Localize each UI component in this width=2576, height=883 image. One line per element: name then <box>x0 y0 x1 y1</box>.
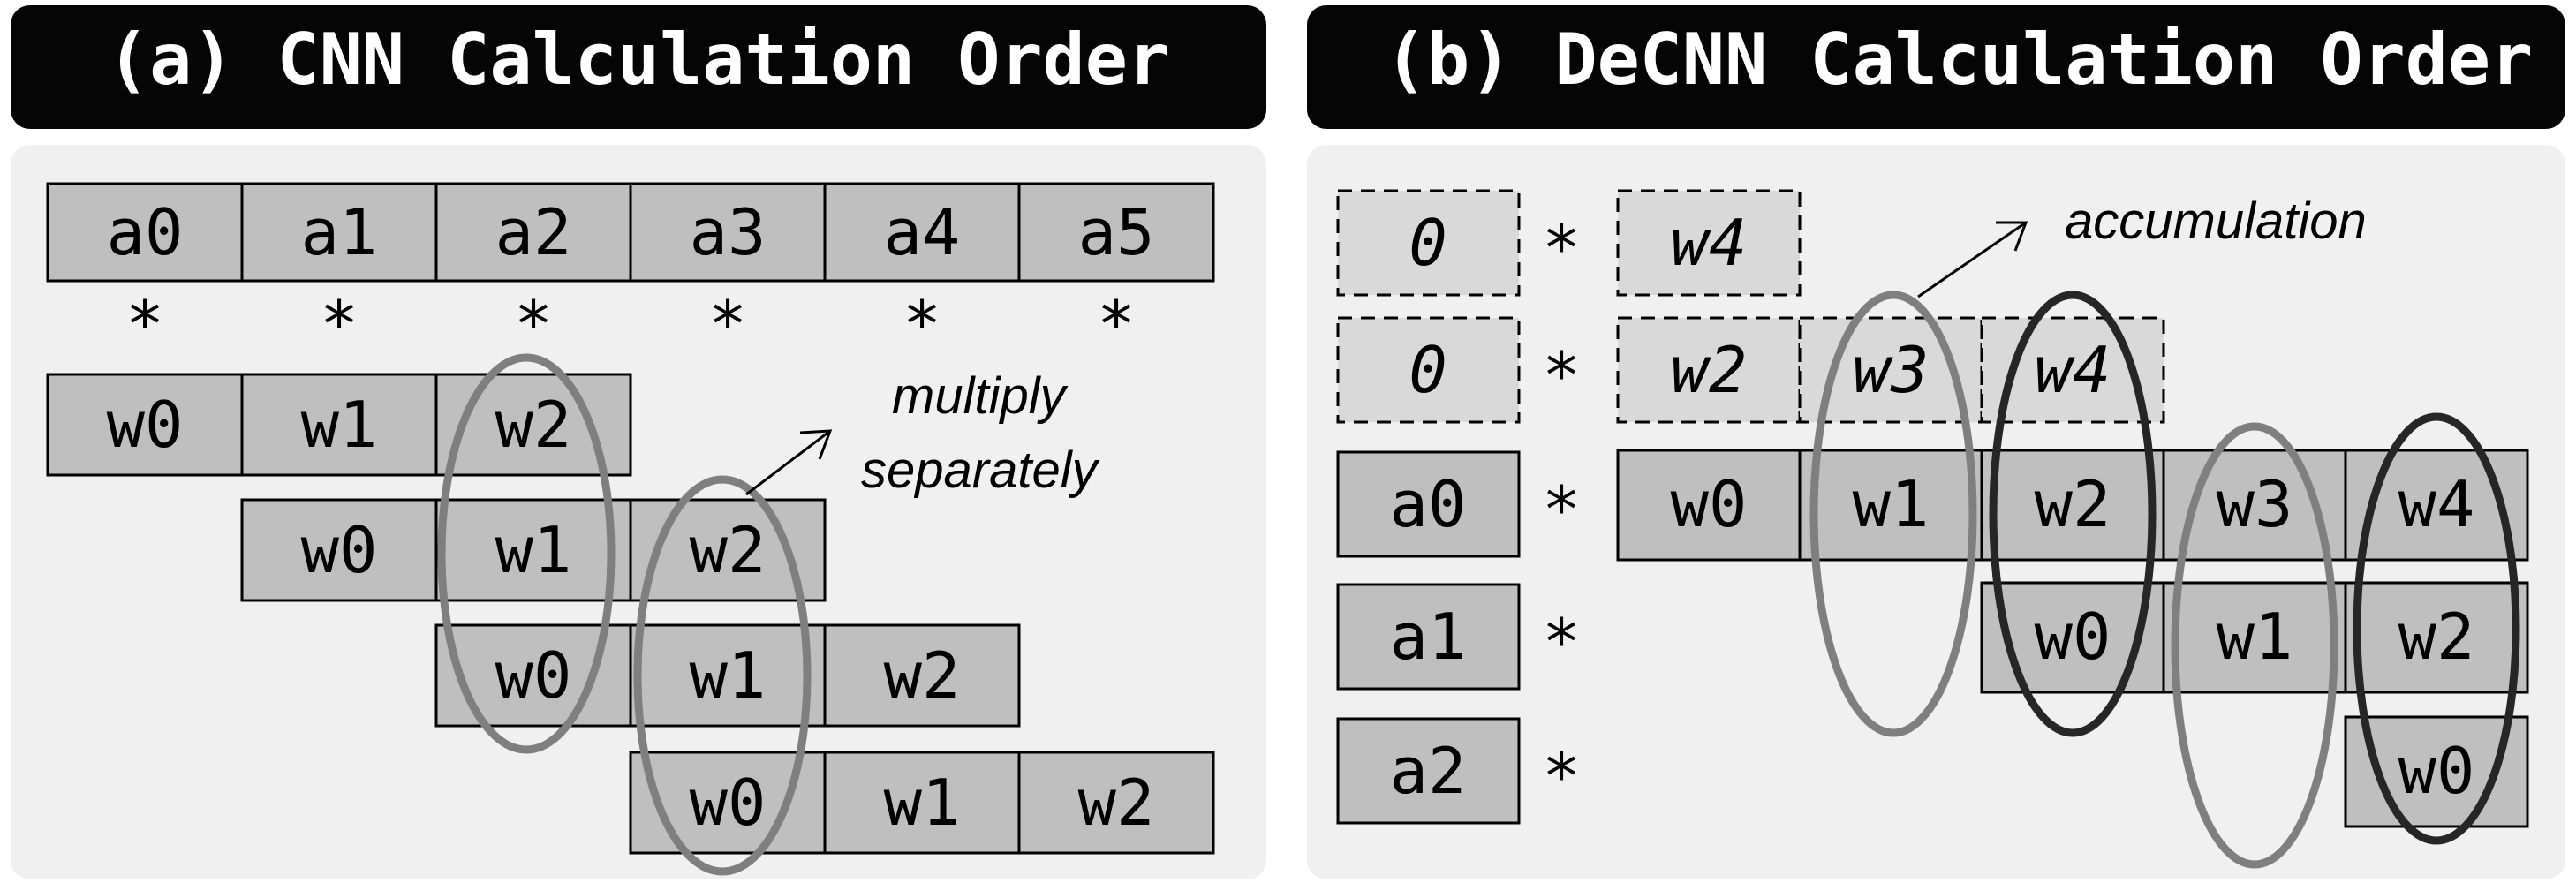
annotation-text-line-2: separately <box>861 442 1100 499</box>
svg-text:a2: a2 <box>495 195 572 269</box>
weight-row: w0 <box>2344 715 2529 828</box>
weight-row: w0 w1 w2 <box>240 498 827 602</box>
multiply-operator: * <box>1097 287 1135 361</box>
accumulation-ellipse <box>1809 291 1977 737</box>
svg-text:a1: a1 <box>301 195 378 269</box>
weight-cell: w0 <box>2398 734 2475 808</box>
activation-cell: a2 <box>434 182 632 283</box>
accumulation-ellipse <box>2171 422 2338 869</box>
weight-row: w0 w1 w2 <box>1980 581 2529 694</box>
weight-row: w0 w1 w2 w3 w4 <box>1616 449 2529 562</box>
operator-row: * * * * * * <box>125 287 1135 361</box>
activation-cell: a5 <box>1017 182 1215 283</box>
multiply-operator: * <box>1542 211 1580 285</box>
weight-cell: w2 <box>1671 333 1748 407</box>
weight-cell: w0 <box>495 638 572 713</box>
svg-text:a5: a5 <box>1078 195 1155 269</box>
svg-text:a4: a4 <box>884 195 961 269</box>
input-cell: a1 <box>1336 583 1521 691</box>
weight-cell: w1 <box>301 388 378 462</box>
weight-cell: w2 <box>495 388 572 462</box>
svg-text:0: 0 <box>1409 206 1447 280</box>
multiply-operator: * <box>1542 739 1580 813</box>
accumulation-ellipse <box>2353 412 2520 845</box>
activation-cell: a0 <box>46 182 244 283</box>
weight-cell: w0 <box>690 766 767 840</box>
multiply-operator: * <box>903 287 941 361</box>
svg-text:a0: a0 <box>1390 467 1467 541</box>
weight-row: w0 w1 w2 <box>46 373 632 477</box>
input-cell: a0 <box>1336 450 1521 558</box>
multiply-operator: * <box>1542 338 1580 412</box>
weight-cell: w0 <box>1671 467 1748 541</box>
weight-cell: w4 <box>2398 467 2475 541</box>
weight-cell: w1 <box>690 638 767 713</box>
group-ellipse <box>437 353 616 754</box>
panel-a-header <box>11 5 1266 129</box>
activation-row: a0 a1 a2 a3 a4 a5 <box>46 182 1215 283</box>
svg-text:0: 0 <box>1409 333 1447 407</box>
annotation-arrow <box>1917 221 2027 298</box>
svg-text:a0: a0 <box>107 195 184 269</box>
weight-cell: w1 <box>495 513 572 587</box>
svg-text:a2: a2 <box>1390 734 1467 808</box>
input-cell: a2 <box>1336 717 1521 825</box>
weight-cell: w0 <box>2035 600 2111 674</box>
annotation-text-line-1: multiply <box>892 367 1069 425</box>
annotation-text: accumulation <box>2065 192 2367 250</box>
svg-text:a3: a3 <box>690 195 767 269</box>
weight-cell: w2 <box>2398 600 2475 674</box>
weight-cell: w1 <box>884 766 961 840</box>
weight-cell: w4 <box>1671 206 1748 280</box>
panel-a-title: (a) CNN Calculation Order <box>107 19 1170 101</box>
weight-cell: w2 <box>884 638 961 713</box>
annotation-arrowhead <box>799 429 833 460</box>
accumulation-ellipse <box>1989 291 2157 737</box>
multiply-operator: * <box>1542 605 1580 679</box>
weight-cell: w3 <box>1853 333 1930 407</box>
weight-cell: w4 <box>2035 333 2111 407</box>
weight-cell: w1 <box>2217 600 2293 674</box>
weight-row: w0 w1 w2 <box>629 751 1215 855</box>
multiply-operator: * <box>1542 472 1580 547</box>
weight-cell: w0 <box>301 513 378 587</box>
panel-b: (b) DeCNN Calculation Order 0 0 a0 a1 a2… <box>1307 5 2565 879</box>
activation-cell: a1 <box>240 182 438 283</box>
multiply-operator: * <box>320 287 358 361</box>
multiply-operator: * <box>514 287 552 361</box>
weight-row: w0 w1 w2 <box>434 623 1021 728</box>
panel-b-title: (b) DeCNN Calculation Order <box>1385 19 2533 101</box>
multiply-operator: * <box>125 287 163 361</box>
weight-cell: w2 <box>2035 467 2111 541</box>
annotation-arrowhead <box>1996 221 2028 252</box>
input-cell: 0 <box>1336 316 1521 424</box>
activation-cell: a4 <box>823 182 1021 283</box>
panel-b-header <box>1307 5 2565 129</box>
weight-cell: w2 <box>690 513 767 587</box>
weight-cell: w2 <box>1078 766 1155 840</box>
weight-cell: w0 <box>107 388 184 462</box>
panel-a: (a) CNN Calculation Order a0 a1 a2 a3 <box>11 5 1266 879</box>
annotation-arrow <box>745 429 831 496</box>
weight-cell: w1 <box>1853 467 1930 541</box>
group-ellipse <box>633 475 812 876</box>
multiply-operator: * <box>708 287 746 361</box>
weight-row: w2 w3 w4 <box>1616 316 2165 424</box>
weight-row: w4 <box>1616 189 1802 297</box>
svg-text:a1: a1 <box>1390 600 1467 674</box>
weight-cell: w3 <box>2217 467 2293 541</box>
input-cell: 0 <box>1336 189 1521 297</box>
activation-cell: a3 <box>629 182 827 283</box>
